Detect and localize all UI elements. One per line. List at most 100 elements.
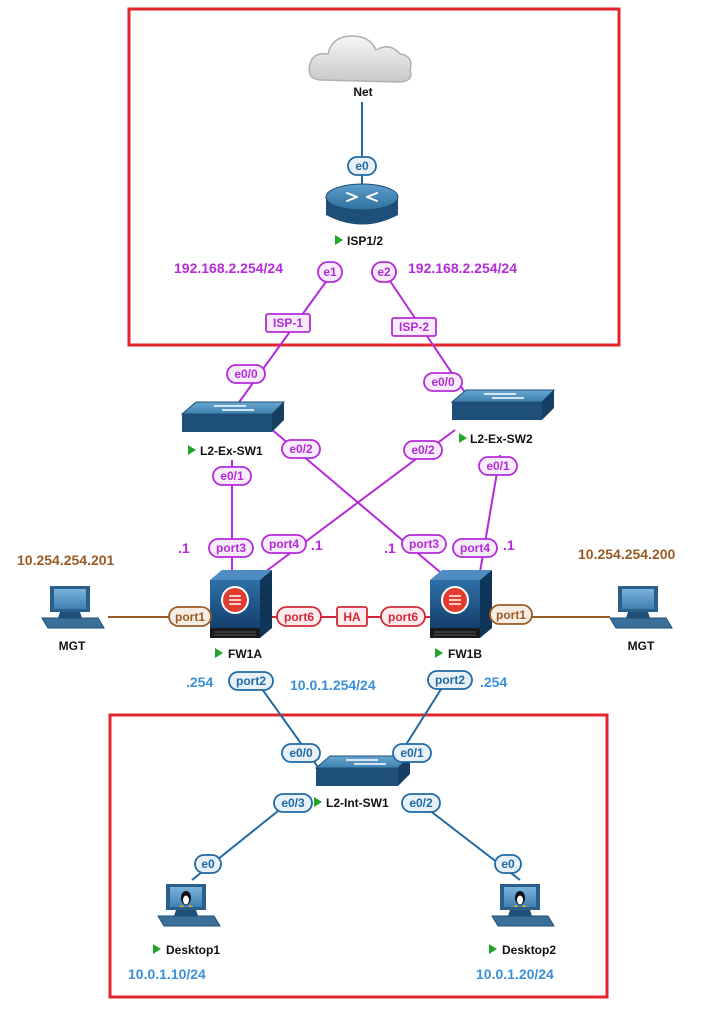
port-badge-isp-e1[interactable]: e1 <box>317 261 343 283</box>
desktop1-run-icon <box>153 944 161 954</box>
switch-icon-sw1[interactable] <box>180 401 286 432</box>
port-badge-fw1a-port1[interactable]: port1 <box>168 606 212 627</box>
fw1a-label: FW1A <box>228 647 262 661</box>
ip-fw1a-port3: .1 <box>178 540 190 556</box>
svg-text:e0/0: e0/0 <box>234 367 258 381</box>
inside-zone-frame <box>108 713 609 999</box>
fw1b-label: FW1B <box>448 647 482 661</box>
ip-mgt-right: 10.254.254.200 <box>578 546 676 562</box>
svg-text:e0/1: e0/1 <box>486 459 510 473</box>
port-badge-intsw-e01[interactable]: e0/1 <box>392 743 432 763</box>
port-badge-fw1a-port2[interactable]: port2 <box>228 671 274 691</box>
intsw-label: L2-Int-SW1 <box>326 796 389 810</box>
ip-isp-e2: 192.168.2.254/24 <box>408 260 517 276</box>
fw1a-run-icon <box>215 648 223 658</box>
port-badge-fw1b-port4[interactable]: port4 <box>452 538 498 558</box>
mgt-left-label: MGT <box>59 639 86 653</box>
port-badge-fw1b-port6[interactable]: port6 <box>380 606 426 627</box>
switch-icon-sw2[interactable] <box>450 389 556 420</box>
ip-isp-e1: 192.168.2.254/24 <box>174 260 283 276</box>
port-badge-d2-e0[interactable]: e0 <box>494 854 522 874</box>
ip-desktop1: 10.0.1.10/24 <box>128 966 206 982</box>
port-badge-sw1-e02[interactable]: e0/2 <box>281 439 321 459</box>
port-badge-sw1-e01[interactable]: e0/1 <box>212 466 252 486</box>
svg-text:e0/0: e0/0 <box>289 746 313 760</box>
sw1-run-icon <box>188 445 196 455</box>
firewall-icon-fw1b[interactable] <box>430 570 492 638</box>
port-badge-sw2-e02[interactable]: e0/2 <box>403 440 443 460</box>
svg-text:e2: e2 <box>377 265 391 279</box>
net-label: Net <box>353 85 372 99</box>
port-badge-fw1a-port4[interactable]: port4 <box>261 534 307 554</box>
port-badge-d1-e0[interactable]: e0 <box>194 854 222 874</box>
ip-fw1b-port2: .254 <box>480 674 507 690</box>
ip-fw1a-port2: .254 <box>186 674 213 690</box>
firewall-icon-fw1a[interactable] <box>210 570 272 638</box>
svg-text:ISP-2: ISP-2 <box>399 320 429 334</box>
port-badge-net-e0[interactable]: e0 <box>347 156 377 176</box>
desktop2-run-icon <box>489 944 497 954</box>
port-badge-sw2-e01[interactable]: e0/1 <box>478 456 518 476</box>
svg-text:e0/2: e0/2 <box>411 443 435 457</box>
port-badge-fw1b-port2[interactable]: port2 <box>427 670 473 690</box>
svg-text:e0/3: e0/3 <box>281 796 305 810</box>
linux-pc-icon-desktop2[interactable] <box>491 884 555 927</box>
port-badge-isp-e2[interactable]: e2 <box>371 261 397 283</box>
sw2-label: L2-Ex-SW2 <box>470 432 533 446</box>
link-label-isp2[interactable]: ISP-2 <box>391 317 437 337</box>
link-isp-sw1 <box>231 271 334 413</box>
svg-text:port2: port2 <box>435 673 465 687</box>
svg-text:e0/1: e0/1 <box>220 469 244 483</box>
svg-text:port1: port1 <box>496 608 526 622</box>
svg-text:port3: port3 <box>409 537 439 551</box>
port-badge-intsw-e03[interactable]: e0/3 <box>273 793 313 813</box>
ip-fw1b-port4: .1 <box>503 537 515 553</box>
svg-text:port3: port3 <box>216 541 246 555</box>
svg-text:port6: port6 <box>284 610 314 624</box>
pc-icon-mgt-right[interactable] <box>609 586 673 629</box>
switch-icon-intsw[interactable] <box>314 755 412 786</box>
link-label-isp1[interactable]: ISP-1 <box>265 313 311 333</box>
fw1b-run-icon <box>435 648 443 658</box>
ip-desktop2: 10.0.1.20/24 <box>476 966 554 982</box>
svg-text:e0: e0 <box>201 857 215 871</box>
ip-fw1b-port3: .1 <box>384 540 396 556</box>
svg-text:e0: e0 <box>355 159 369 173</box>
svg-text:port6: port6 <box>388 610 418 624</box>
isp-label: ISP1/2 <box>347 234 383 248</box>
svg-text:e0/2: e0/2 <box>289 442 313 456</box>
svg-text:e0/1: e0/1 <box>400 746 424 760</box>
pc-icon-mgt-left[interactable] <box>41 586 105 629</box>
port-badge-fw1a-port6[interactable]: port6 <box>276 606 322 627</box>
ip-mgt-left: 10.254.254.201 <box>17 552 115 568</box>
port-badge-sw1-e00[interactable]: e0/0 <box>226 364 266 384</box>
router-icon[interactable] <box>325 183 399 225</box>
svg-text:ISP-1: ISP-1 <box>273 316 303 330</box>
port-badge-intsw-e02[interactable]: e0/2 <box>401 793 441 813</box>
svg-text:HA: HA <box>343 610 361 624</box>
svg-text:e1: e1 <box>323 265 337 279</box>
port-badge-fw1a-port3[interactable]: port3 <box>208 538 254 558</box>
svg-text:port4: port4 <box>460 541 490 555</box>
port-badge-intsw-e00[interactable]: e0/0 <box>281 743 321 763</box>
cloud-icon[interactable] <box>308 35 412 83</box>
isp-run-icon <box>335 235 343 245</box>
link-label-ha[interactable]: HA <box>336 606 368 627</box>
ip-fw1a-port4: .1 <box>311 537 323 553</box>
linux-pc-icon-desktop1[interactable] <box>157 884 221 927</box>
intsw-run-icon <box>314 797 322 807</box>
port-badge-fw1b-port3[interactable]: port3 <box>401 534 447 554</box>
mgt-right-label: MGT <box>628 639 655 653</box>
desktop2-label: Desktop2 <box>502 943 556 957</box>
desktop1-label: Desktop1 <box>166 943 220 957</box>
ip-inside-net: 10.0.1.254/24 <box>290 677 376 693</box>
svg-text:port4: port4 <box>269 537 299 551</box>
isp-zone-frame <box>127 7 621 347</box>
port-badge-fw1b-port1[interactable]: port1 <box>489 604 533 625</box>
port-badge-sw2-e00[interactable]: e0/0 <box>423 372 463 392</box>
svg-text:e0: e0 <box>501 857 515 871</box>
svg-text:port2: port2 <box>236 674 266 688</box>
svg-text:port1: port1 <box>175 610 205 624</box>
